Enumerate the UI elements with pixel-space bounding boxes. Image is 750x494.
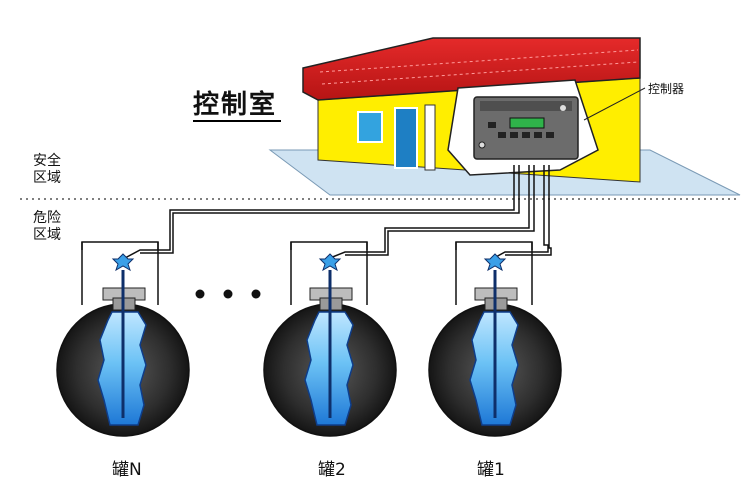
- more-tanks-ellipsis: [195, 289, 261, 299]
- tank-2: [263, 241, 397, 437]
- tank-n-label: 罐N: [112, 460, 142, 480]
- safe-zone-line2: 区域: [33, 170, 61, 186]
- level-sensor-icon: [318, 253, 342, 272]
- danger-zone-line1: 危险: [33, 210, 61, 226]
- control-room-underline: [193, 120, 281, 122]
- danger-zone-line2: 区域: [33, 227, 61, 243]
- level-sensor-icon: [483, 253, 507, 272]
- building-door: [394, 107, 418, 169]
- controller-label: 控制器: [648, 82, 685, 96]
- signal-cables: [124, 165, 552, 259]
- level-sensor-icon: [111, 253, 135, 272]
- danger-zone-label: 危险 区域: [33, 210, 61, 244]
- tank-2-label: 罐2: [318, 460, 346, 480]
- tank-1-label: 罐1: [477, 460, 505, 480]
- safe-zone-label: 安全 区域: [33, 153, 61, 187]
- building-window: [357, 111, 383, 143]
- controller-display: [509, 117, 545, 129]
- controller-pointer: [583, 87, 646, 121]
- safe-zone-line1: 安全: [33, 153, 61, 169]
- control-room-building: [268, 37, 741, 196]
- tank-n: [56, 241, 190, 437]
- tank-1: [428, 241, 562, 437]
- building-roof: [302, 37, 641, 101]
- control-room-label: 控制室: [193, 90, 278, 120]
